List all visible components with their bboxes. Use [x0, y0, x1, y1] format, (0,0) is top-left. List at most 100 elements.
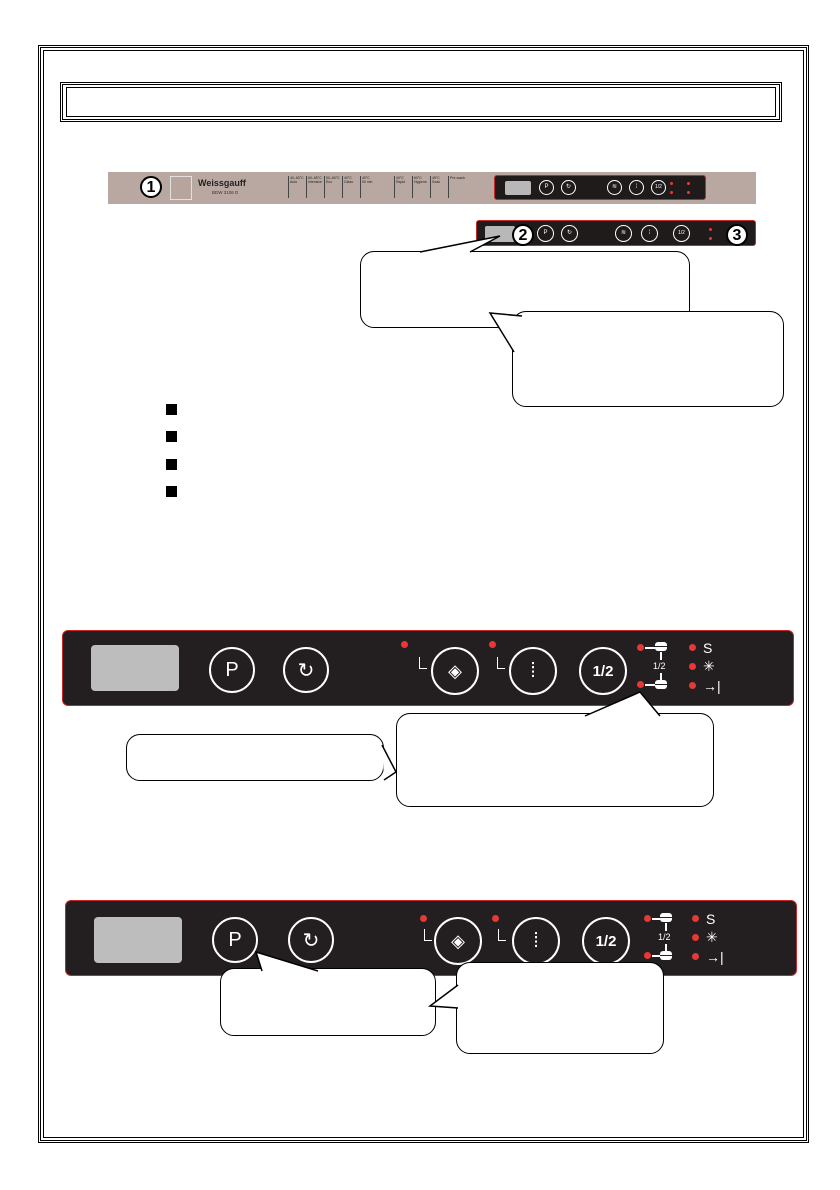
led — [692, 934, 699, 941]
ell-mark — [498, 929, 506, 941]
callout-box — [396, 713, 714, 807]
program-p-icon: P — [225, 658, 239, 681]
led — [689, 644, 696, 651]
connector-line — [645, 647, 655, 649]
program-button[interactable]: P — [209, 647, 255, 693]
delay-icon: →| — [703, 678, 721, 694]
connector-line — [645, 684, 655, 686]
led — [420, 915, 427, 922]
page-frame-inner — [43, 50, 804, 1138]
title-box — [60, 82, 782, 122]
half-load-indicator-label: 1/2 — [653, 661, 666, 671]
mini-display — [505, 181, 531, 195]
connector-line — [652, 955, 660, 957]
title-box-inner — [66, 87, 776, 117]
tablet-button[interactable]: ◈ — [431, 647, 479, 695]
tablet-icon: ≋ — [615, 225, 632, 242]
spray-button[interactable]: ⁞ — [509, 647, 557, 695]
start-button[interactable]: ↻ — [283, 647, 329, 693]
marker-2: 2 — [512, 224, 534, 246]
led — [492, 915, 499, 922]
salt-icon: S — [703, 640, 713, 656]
led — [644, 915, 651, 922]
half-load-icon: 1/2 — [651, 180, 666, 195]
spray-icon: ⁞ — [629, 180, 644, 195]
connector-line — [665, 923, 667, 931]
door-handle-area — [170, 176, 192, 200]
connector-line — [665, 944, 667, 952]
led — [692, 953, 699, 960]
spray-icon: ⁞ — [533, 929, 539, 952]
led — [637, 681, 644, 688]
tablet-icon: ◈ — [448, 660, 462, 681]
program-p-icon: P — [228, 928, 242, 951]
marker-3: 3 — [726, 224, 748, 246]
upper-basket-icon — [655, 642, 667, 651]
start-rotate-icon: ↻ — [297, 659, 315, 682]
callout-box — [126, 734, 384, 781]
tablet-button[interactable]: ◈ — [434, 917, 482, 965]
tablet-icon: ◈ — [451, 930, 465, 951]
brand-name: Weissgauff — [198, 178, 246, 188]
half-load-icon: 1/2 — [592, 662, 614, 680]
connector-line — [660, 652, 662, 660]
bullet — [166, 431, 177, 442]
led — [644, 952, 651, 959]
led — [637, 644, 644, 651]
program-label: Pre-wash — [448, 176, 482, 198]
callout-box — [512, 311, 784, 407]
display — [94, 917, 182, 963]
program-p-icon: P — [537, 225, 554, 242]
bullet — [166, 486, 177, 497]
program-p-icon: P — [539, 180, 554, 195]
start-button[interactable]: ↻ — [288, 917, 334, 963]
bullet — [166, 404, 177, 415]
upper-basket-icon — [660, 913, 672, 922]
connector-line — [660, 673, 662, 681]
start-rotate-icon: ↻ — [561, 180, 576, 195]
model-name: BDW 3106 D — [212, 190, 239, 195]
half-load-button[interactable]: 1/2 — [582, 917, 630, 965]
control-panel-2: P ↻ ◈ ⁞ 1/2 1/2 S ✳ →| — [65, 900, 797, 976]
led — [670, 191, 673, 194]
led — [687, 182, 690, 185]
ell-mark — [497, 657, 505, 669]
control-panel-1: P ↻ ◈ ⁞ 1/2 1/2 S ✳ →| — [62, 630, 794, 706]
program-button[interactable]: P — [212, 917, 258, 963]
callout-box — [220, 968, 436, 1036]
led — [687, 191, 690, 194]
marker-1: 1 — [140, 176, 162, 198]
display — [91, 645, 179, 691]
led — [489, 641, 496, 648]
half-load-indicator-label: 1/2 — [658, 932, 671, 942]
mini-display — [485, 226, 515, 242]
half-load-button[interactable]: 1/2 — [579, 647, 627, 695]
spray-button[interactable]: ⁞ — [512, 917, 560, 965]
half-load-icon: 1/2 — [595, 932, 617, 950]
page-frame — [38, 45, 809, 1143]
led — [670, 182, 673, 185]
led — [709, 237, 712, 240]
tablet-icon: ≋ — [607, 180, 622, 195]
spray-icon: ⁞ — [641, 225, 658, 242]
led — [689, 682, 696, 689]
salt-icon: S — [706, 911, 716, 927]
callout-box — [456, 962, 664, 1054]
ell-mark — [424, 929, 432, 941]
ell-mark — [419, 657, 427, 669]
start-rotate-icon: ↻ — [561, 225, 578, 242]
connector-line — [652, 918, 660, 920]
mini-control-panel-1: P ↻ ≋ ⁞ 1/2 — [494, 175, 706, 200]
bullet — [166, 459, 177, 470]
half-load-icon: 1/2 — [673, 225, 690, 242]
rinse-aid-icon: ✳ — [703, 658, 715, 674]
led — [401, 641, 408, 648]
